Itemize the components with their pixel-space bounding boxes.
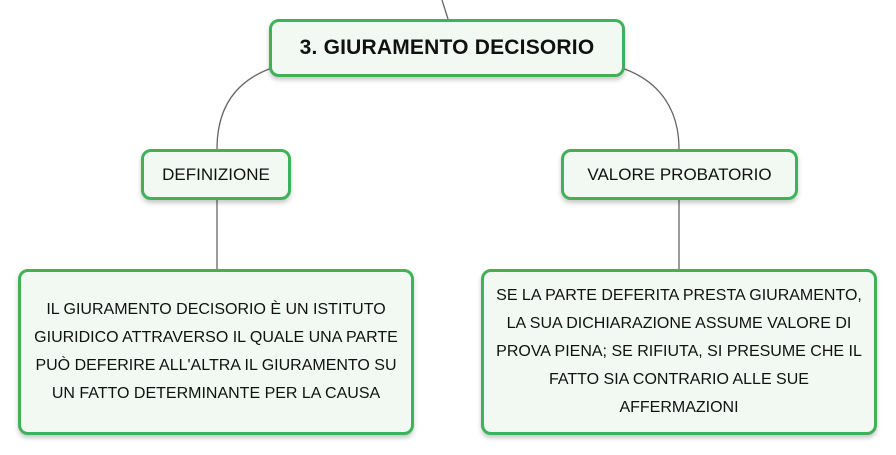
branch-node-label: VALORE PROBATORIO (587, 164, 772, 184)
detail-node-text: IL GIURAMENTO DECISORIO È UN ISTITUTO GI… (34, 301, 398, 402)
branch-node-label: DEFINIZIONE (162, 164, 270, 184)
root-node[interactable]: 3. GIURAMENTO DECISORIO (269, 19, 625, 77)
connector-root-to-valore (621, 67, 680, 150)
connector-root-to-definizione (216, 67, 273, 150)
detail-node-text: SE LA PARTE DEFERITA PRESTA GIURAMENTO, … (496, 287, 862, 416)
detail-node-valore-probatorio[interactable]: SE LA PARTE DEFERITA PRESTA GIURAMENTO, … (481, 269, 877, 435)
root-node-label: 3. GIURAMENTO DECISORIO (299, 36, 595, 59)
branch-node-valore-probatorio[interactable]: VALORE PROBATORIO (561, 149, 798, 200)
detail-node-definizione[interactable]: IL GIURAMENTO DECISORIO È UN ISTITUTO GI… (18, 269, 414, 435)
connector-parent-to-root (441, 0, 449, 20)
branch-node-definizione[interactable]: DEFINIZIONE (141, 149, 291, 200)
